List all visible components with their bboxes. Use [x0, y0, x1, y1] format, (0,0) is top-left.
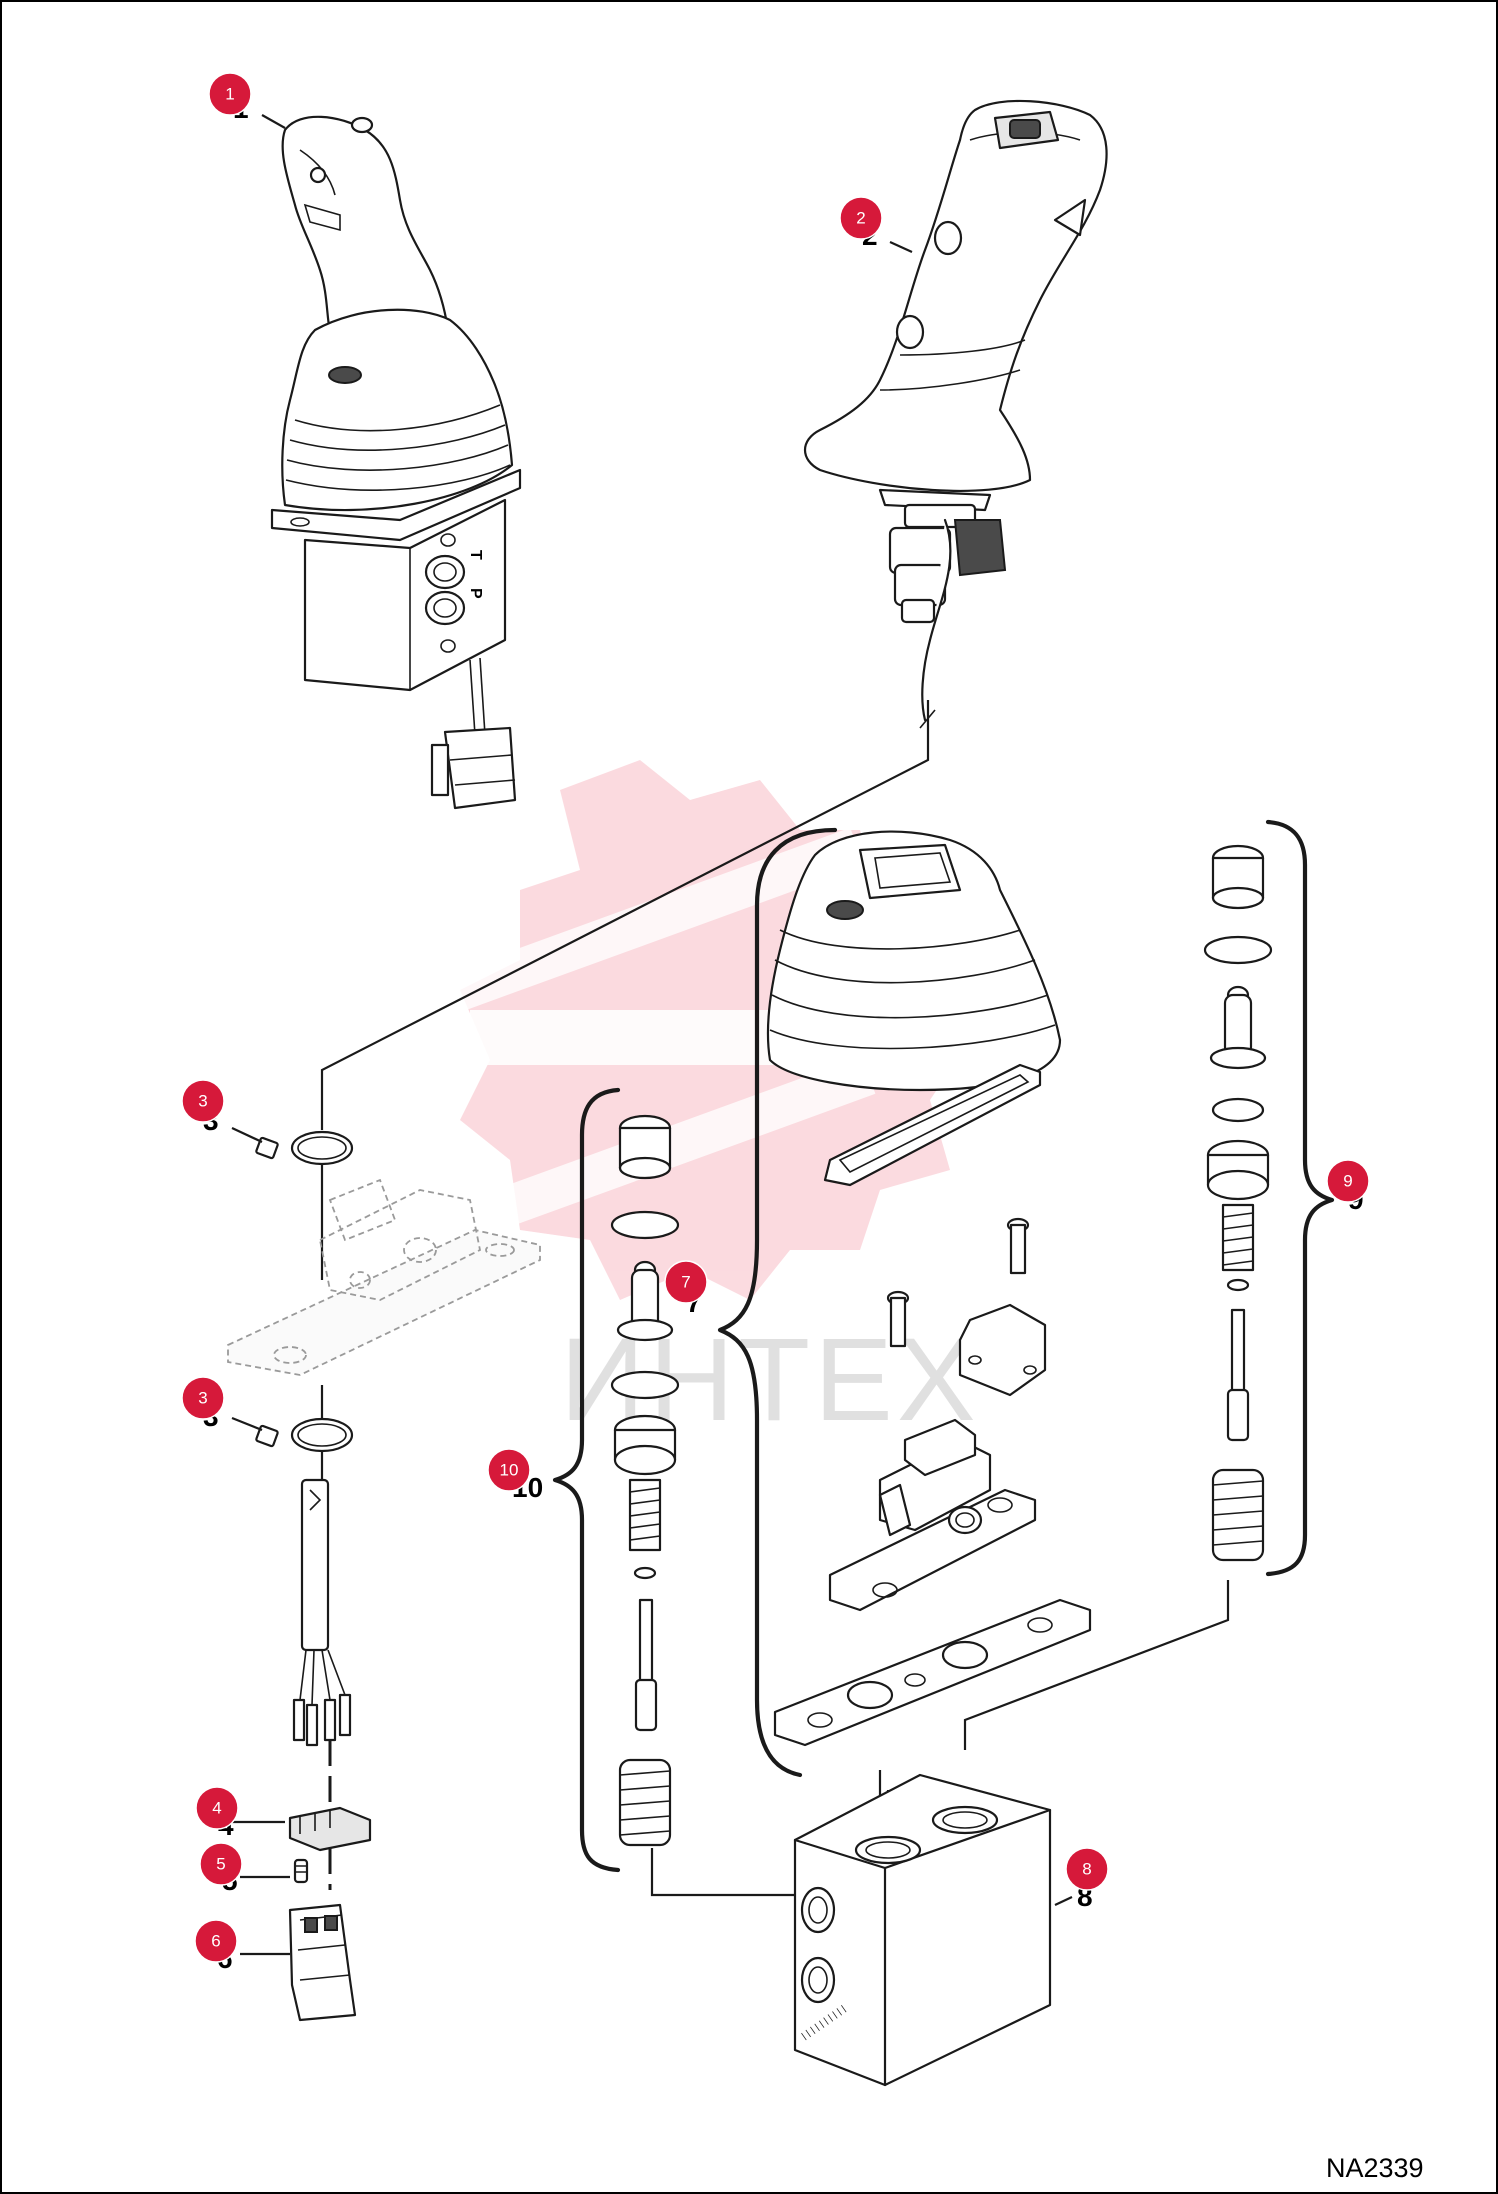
part-3-cable-tie-upper: [231, 1127, 354, 1166]
callout-badge-3-lower: 3: [181, 1376, 225, 1420]
port-t-label: T: [467, 550, 484, 560]
callout-badge-5: 5: [199, 1842, 243, 1886]
pilot-base-reference: [227, 1178, 541, 1376]
callout-badge-2: 2: [839, 196, 883, 240]
part-9-pilot-cartridge: [1203, 819, 1335, 1577]
gimbal-base: [828, 1418, 1037, 1612]
handle-2-grip: [804, 99, 1108, 492]
mounting-screws: [886, 1217, 1030, 1348]
svg-text:5: 5: [216, 1855, 225, 1874]
svg-text:3: 3: [198, 1389, 207, 1408]
svg-text:7: 7: [681, 1273, 690, 1292]
base-plate: [773, 1598, 1092, 1747]
part-1-joystick-assembly: T P: [270, 115, 522, 810]
svg-text:8: 8: [1082, 1860, 1091, 1879]
part-3-cable-tie-lower: [231, 1416, 354, 1453]
svg-text:4: 4: [212, 1799, 221, 1818]
part-4-connector-lock: [232, 1806, 372, 1852]
rubber-boot: [766, 830, 1062, 1092]
callout-badge-7: 7: [664, 1260, 708, 1304]
center-assembly-brace: [717, 827, 838, 1778]
svg-text:2: 2: [856, 209, 865, 228]
callout-badge-4: 4: [195, 1786, 239, 1830]
boot-seal: [823, 1063, 1042, 1187]
callout-badge-3-upper: 3: [181, 1079, 225, 1123]
svg-text:9: 9: [1343, 1172, 1352, 1191]
port-p-label: P: [467, 588, 484, 599]
callout-badge-1: 1: [208, 72, 252, 116]
joystick-1-flange: [270, 468, 522, 542]
leader-cartridge-9-to-block: [963, 1580, 1230, 1750]
bracket: [958, 1303, 1047, 1397]
leader-handle-to-base: [320, 700, 930, 1130]
part-10-pilot-cartridge: [552, 1087, 680, 1873]
part-8-valve-body: ||||||||||: [793, 1773, 1073, 2087]
svg-text:3: 3: [198, 1092, 207, 1111]
part-5-pin: [240, 1858, 309, 1884]
callout-badge-10: 10: [487, 1448, 531, 1492]
svg-text:10: 10: [500, 1461, 519, 1480]
callout-badge-6: 6: [194, 1919, 238, 1963]
drawing-code: NA2339: [1326, 2153, 1424, 2183]
callout-badge-9: 9: [1326, 1159, 1370, 1203]
callout-badge-8: 8: [1065, 1847, 1109, 1891]
joystick-1-connector: [443, 726, 517, 810]
svg-text:6: 6: [211, 1932, 220, 1951]
callout-badges: 1 2 3 3 4 5 6 7: [181, 72, 1370, 1963]
part-2-electronic-handle: [804, 99, 1108, 729]
part-6-connector-housing: [240, 1903, 357, 2022]
svg-text:1: 1: [225, 85, 234, 104]
cable-with-terminals: [292, 1478, 352, 1747]
joystick-1-boot: [281, 308, 514, 512]
